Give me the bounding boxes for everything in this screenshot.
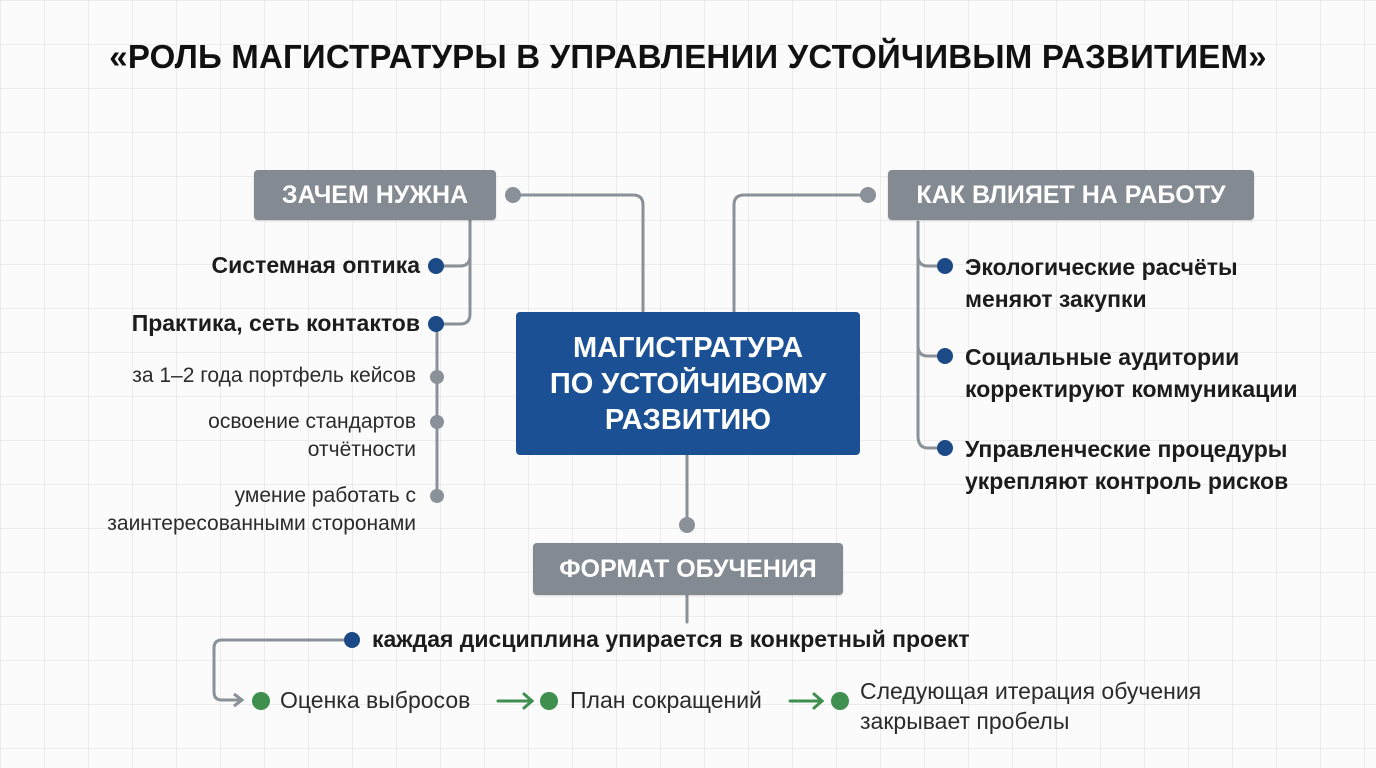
step-dot-3 — [831, 692, 849, 710]
bottom-lead-dot — [344, 632, 360, 648]
left-subitem-3: умение работать с заинтересованными стор… — [107, 484, 416, 535]
right-item-dot-1 — [937, 258, 953, 274]
left-item-2: Практика, сеть контактов — [131, 310, 420, 336]
right-item-1: Экологические расчёты меняют закупки — [965, 254, 1238, 312]
right-item-3: Управленческие процедуры укрепляют контр… — [965, 436, 1289, 494]
right-header-tag: КАК ВЛИЯЕТ НА РАБОТУ — [888, 170, 1254, 220]
left-sub-dot-2 — [430, 415, 444, 429]
left-sub-dot-1 — [430, 370, 444, 384]
left-sub-dot-3 — [430, 489, 444, 503]
right-header-dot — [860, 187, 876, 203]
flow-step-2: План сокращений — [570, 687, 762, 713]
flow-step-3: Следующая итерация обучения закрывает пр… — [860, 678, 1202, 734]
left-subitem-1: за 1–2 года портфель кейсов — [132, 364, 416, 387]
step-dot-2 — [540, 692, 558, 710]
bottom-lead-text: каждая дисциплина упирается в конкретный… — [372, 626, 970, 652]
right-item-dot-2 — [937, 348, 953, 364]
center-bottom-dot — [679, 517, 695, 533]
right-item-2: Социальные аудитории корректируют коммун… — [965, 344, 1298, 402]
step-dot-1 — [252, 692, 270, 710]
left-item-dot-2 — [428, 316, 444, 332]
left-subitem-2: освоение стандартов отчётности — [208, 410, 416, 461]
left-item-dot-1 — [428, 258, 444, 274]
left-item-1: Системная оптика — [211, 252, 420, 278]
center-label: МАГИСТРАТУРА ПО УСТОЙЧИВОМУ РАЗВИТИЮ — [549, 331, 827, 436]
flow-step-1: Оценка выбросов — [280, 687, 471, 713]
right-item-dot-3 — [937, 440, 953, 456]
bottom-header-tag: ФОРМАТ ОБУЧЕНИЯ — [533, 543, 843, 595]
left-header-dot — [505, 187, 521, 203]
page-title: «РОЛЬ МАГИСТРАТУРЫ В УПРАВЛЕНИИ УСТОЙЧИВ… — [109, 38, 1267, 75]
center-node: МАГИСТРАТУРА ПО УСТОЙЧИВОМУ РАЗВИТИЮ — [516, 312, 860, 455]
left-header-tag: ЗАЧЕМ НУЖНА — [254, 170, 496, 220]
